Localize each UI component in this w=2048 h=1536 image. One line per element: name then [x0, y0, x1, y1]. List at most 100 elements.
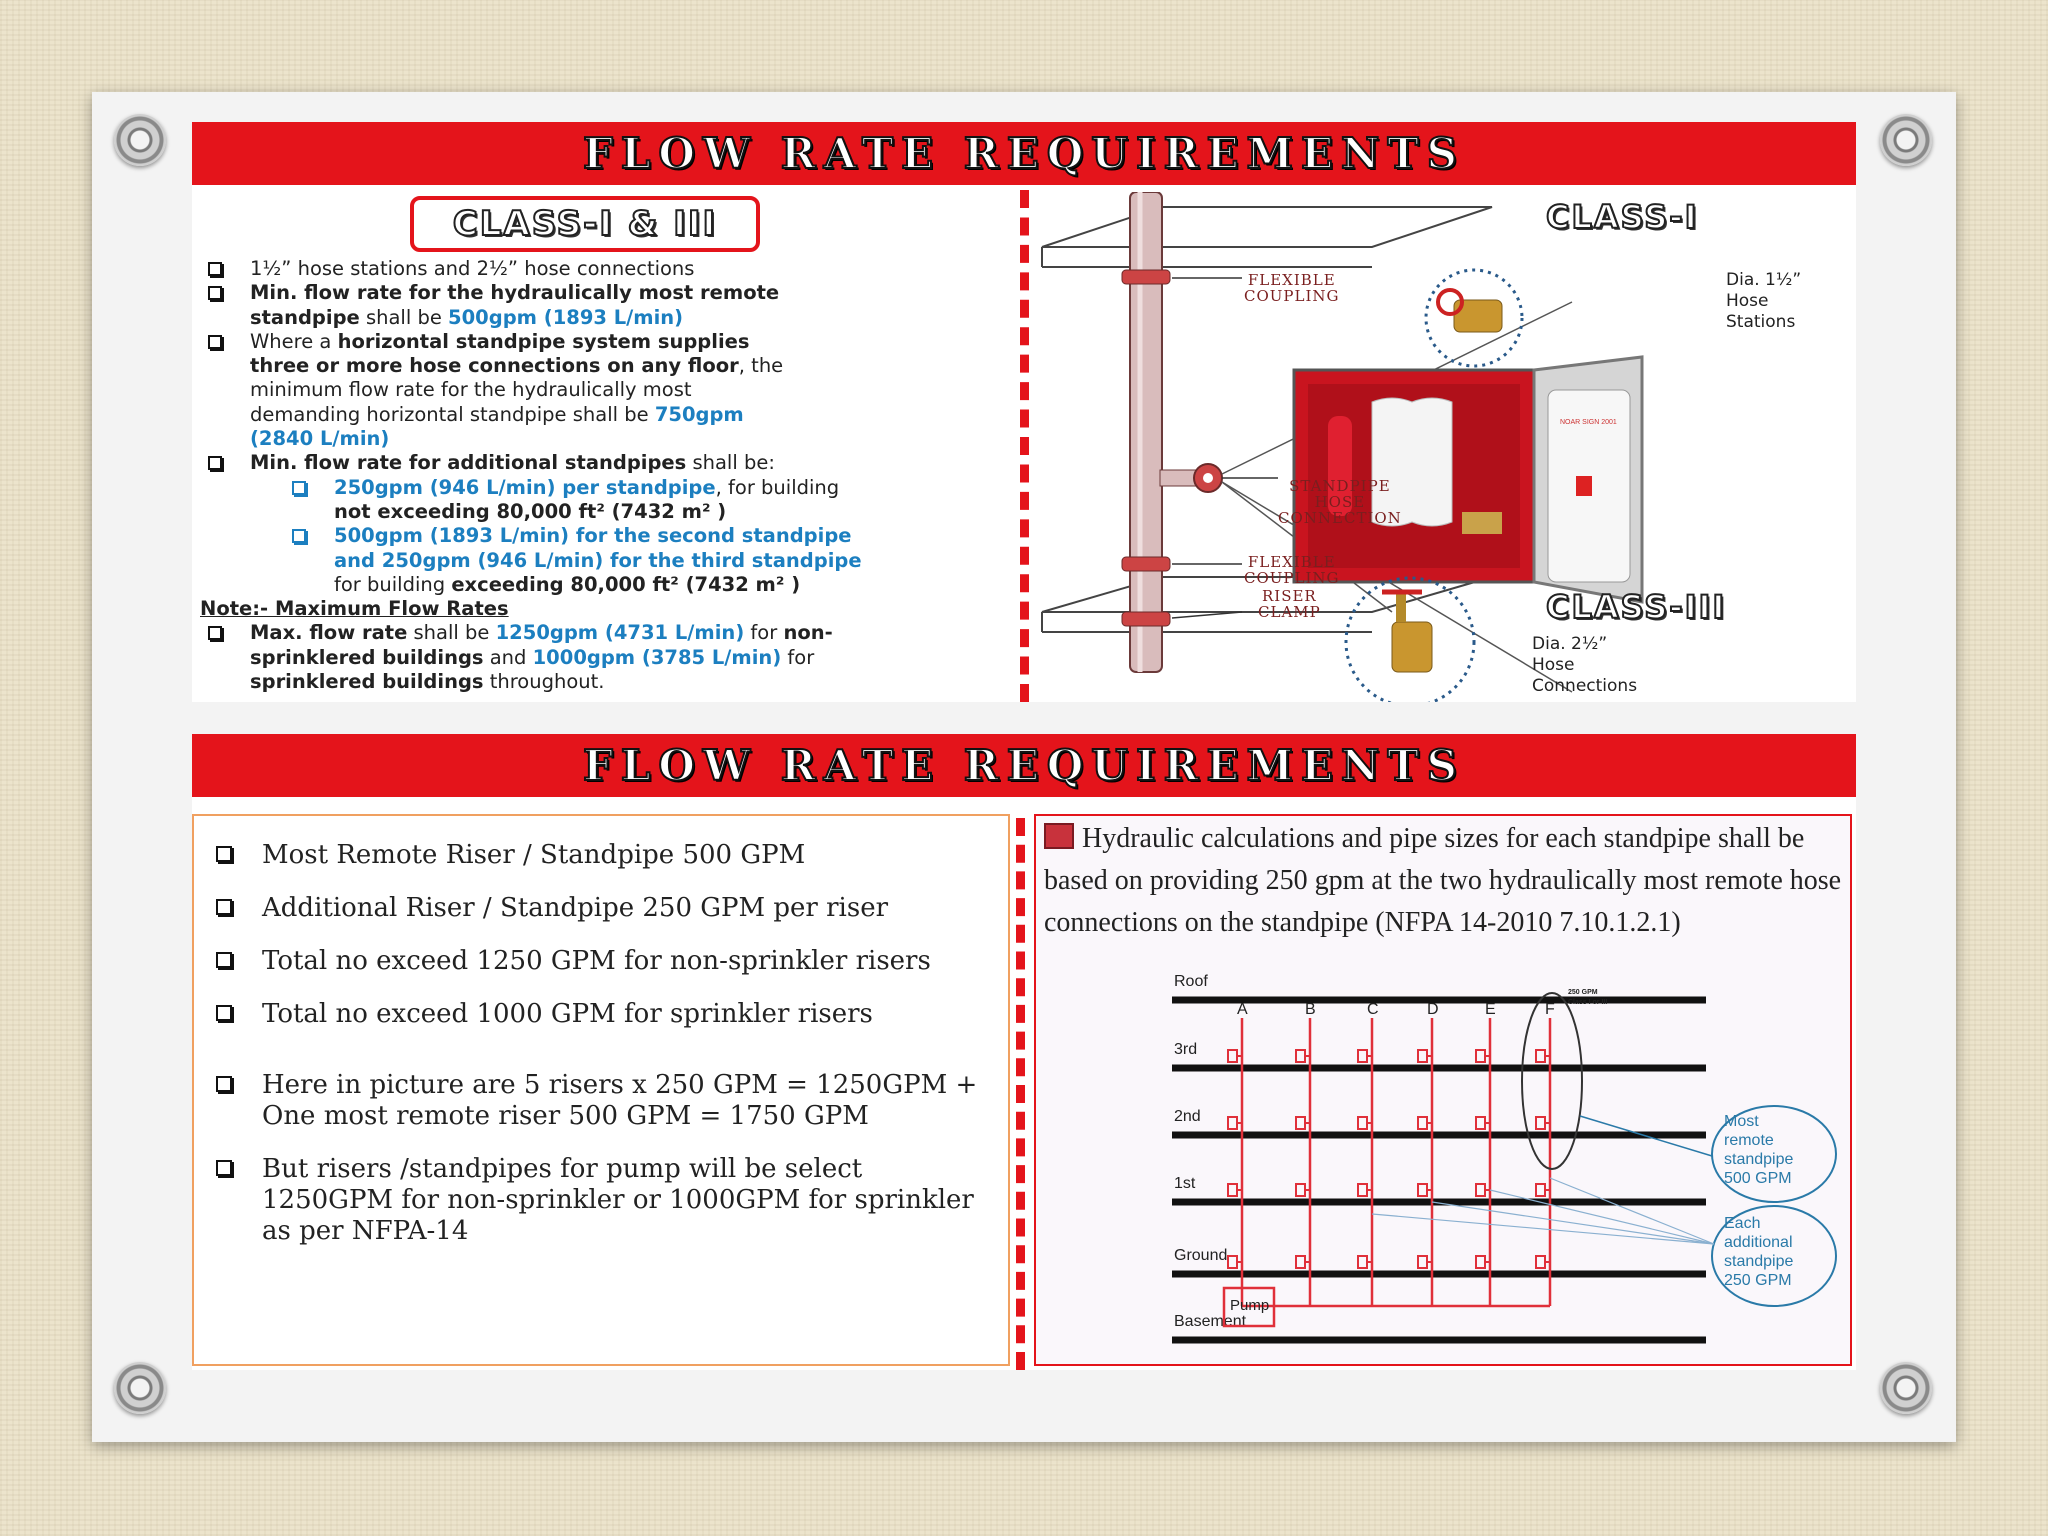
requirement-text: 1250gpm (4731 L/min) [495, 621, 745, 645]
hose-valve [1357, 1255, 1368, 1269]
requirement-text: demanding horizontal standpipe shall be [250, 402, 655, 426]
hose-valve [1535, 1183, 1546, 1197]
requirement-line: Min. flow rate for the hydraulically mos… [200, 281, 1000, 305]
hose-valve [1295, 1255, 1306, 1269]
slide-class-requirements: FLOW RATE REQUIREMENTS CLASS-I & III 1½”… [192, 122, 1856, 702]
requirement-text: minimum flow rate for the hydraulically … [250, 378, 692, 402]
list-item-text: Here in picture are 5 risers x 250 GPM =… [262, 1070, 978, 1131]
f-note: 250 GPM [1568, 989, 1598, 996]
requirement-text: for [781, 645, 815, 669]
requirement-text: throughout. [483, 670, 605, 694]
riser-clamp-label: RISER CLAMP [1258, 587, 1321, 621]
hose-valve [1417, 1116, 1428, 1130]
requirement-line: minimum flow rate for the hydraulically … [200, 378, 1000, 402]
requirement-text: and [483, 645, 533, 669]
slide-banner: FLOW RATE REQUIREMENTS [192, 734, 1856, 797]
standpipe-illustration: NOAR SIGN 2001 [1041, 192, 1644, 702]
checkbox-icon [208, 334, 222, 349]
pointer-line [1371, 1213, 1715, 1245]
grommet-icon [1880, 1362, 1932, 1414]
checkbox-icon [292, 480, 306, 495]
hose-valve [1227, 1049, 1238, 1063]
dia-1-5-caption: Dia. 1½” Hose Stations [1726, 270, 1802, 332]
grommet-icon [114, 114, 166, 166]
requirement-text: exceeding 80,000 ft² (7432 m² ) [451, 572, 801, 596]
hose-valve [1295, 1183, 1306, 1197]
requirement-line: Min. flow rate for additional standpipes… [200, 451, 1000, 475]
left-panel-border [192, 814, 1010, 1366]
requirement-text: shall be [407, 621, 496, 645]
list-item-text: Additional Riser / Standpipe 250 GPM per… [262, 893, 889, 923]
requirement-line: for building exceeding 80,000 ft² (7432 … [200, 573, 1000, 597]
requirement-text: 500gpm (1893 L/min) [448, 305, 684, 329]
slide-riser-flow: FLOW RATE REQUIREMENTS Most Remote Riser… [192, 734, 1856, 1370]
hose-valve [1535, 1255, 1546, 1269]
requirement-text: not exceeding 80,000 ft² (7432 m² ) [334, 499, 727, 523]
requirement-line: demanding horizontal standpipe shall be … [200, 403, 1000, 427]
riser-label: E [1485, 1001, 1496, 1018]
dashed-divider [1020, 190, 1029, 702]
requirement-text: and 250gpm (946 L/min) for the third sta… [334, 548, 862, 572]
hose-valve [1295, 1116, 1306, 1130]
cabinet-label: NOAR SIGN 2001 [1560, 419, 1617, 426]
requirement-text: horizontal standpipe system supplies [337, 329, 750, 353]
hose-valve [1295, 1049, 1306, 1063]
requirement-text: (2840 L/min) [250, 427, 390, 451]
list-item-text: Total no exceed 1000 GPM for sprinkler r… [262, 999, 873, 1029]
requirement-line: standpipe shall be 500gpm (1893 L/min) [200, 306, 1000, 330]
class-i-heading: CLASS-I [1545, 197, 1699, 237]
riser-summary-list: Most Remote Riser / Standpipe 500 GPM Ad… [204, 840, 994, 1269]
pointer-line [1579, 1115, 1713, 1157]
each-additional-text: 250 GPM [1724, 1272, 1792, 1289]
requirement-text: , the [738, 354, 784, 378]
hose-valve [1417, 1183, 1428, 1197]
most-remote-bubble [1711, 1105, 1837, 1203]
class-iii-heading: CLASS-III [1545, 587, 1727, 627]
list-item: Additional Riser / Standpipe 250 GPM per… [204, 893, 994, 924]
most-remote-ellipse [1521, 992, 1583, 1170]
requirement-text: Note:- Maximum Flow Rates [200, 597, 509, 621]
pointer-line [1489, 1189, 1715, 1245]
requirement-line: sprinklered buildings throughout. [200, 670, 1000, 694]
list-item-text: Total no exceed 1250 GPM for non-sprinkl… [262, 946, 931, 976]
requirement-text: sprinklered buildings [250, 670, 484, 694]
riser-label: D [1427, 1001, 1439, 1018]
checkbox-icon [216, 1005, 232, 1021]
class-i-iii-heading: CLASS-I & III [410, 196, 760, 252]
requirement-text: shall be: [686, 451, 775, 475]
riser-label: B [1305, 1001, 1316, 1018]
dashed-divider [1016, 818, 1025, 1370]
bullet-square-icon [1044, 823, 1074, 849]
list-item-text: Most Remote Riser / Standpipe 500 GPM [262, 840, 806, 870]
grommet-icon [1880, 114, 1932, 166]
f-note: Class I or III [1568, 999, 1607, 1006]
hose-valve [1227, 1183, 1238, 1197]
requirement-line: sprinklered buildings and 1000gpm (3785 … [200, 646, 1000, 670]
hose-valve [1475, 1183, 1486, 1197]
checkbox-icon [216, 846, 232, 862]
floor-label: Basement [1174, 1313, 1247, 1330]
list-item: Most Remote Riser / Standpipe 500 GPM [204, 840, 994, 871]
pump-box [1222, 1286, 1276, 1328]
hose-valve [1227, 1255, 1238, 1269]
riser-label: A [1237, 1001, 1248, 1018]
requirement-text: Max. flow rate [250, 621, 408, 645]
requirement-text: sprinklered buildings [250, 645, 484, 669]
list-item: Here in picture are 5 risers x 250 GPM =… [204, 1070, 994, 1132]
hydraulic-note-text: Hydraulic calculations and pipe sizes fo… [1044, 823, 1842, 938]
list-item: Total no exceed 1250 GPM for non-sprinkl… [204, 946, 994, 977]
requirement-line: Where a horizontal standpipe system supp… [200, 330, 1000, 354]
checkbox-icon [208, 626, 222, 641]
requirement-line: three or more hose connections on any fl… [200, 354, 1000, 378]
most-remote-text: Most [1724, 1113, 1759, 1130]
requirement-text: 250gpm (946 L/min) per standpipe [334, 475, 716, 499]
hose-valve [1357, 1183, 1368, 1197]
checkbox-icon [208, 286, 222, 301]
requirement-line: 250gpm (946 L/min) per standpipe, for bu… [200, 476, 1000, 500]
checkbox-icon [216, 1160, 232, 1176]
requirement-line: not exceeding 80,000 ft² (7432 m² ) [200, 500, 1000, 524]
checkbox-icon [216, 1076, 232, 1092]
list-item: Total no exceed 1000 GPM for sprinkler r… [204, 999, 994, 1030]
requirement-text: 1½” hose stations and 2½” hose connectio… [250, 257, 695, 280]
